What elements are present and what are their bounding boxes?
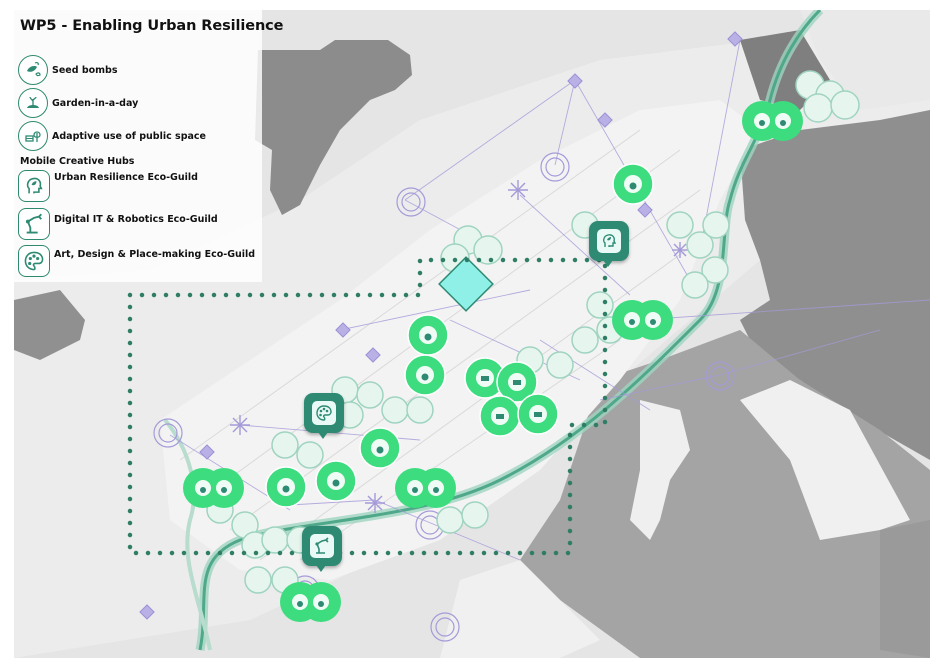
legend-label: Urban Resilience Eco-Guild: [54, 172, 198, 183]
legend-label: Garden-in-a-day: [52, 97, 139, 109]
legend-item-adaptive-public-space: Adaptive use of public space: [18, 121, 206, 151]
legend-label: Digital IT & Robotics Eco-Guild: [54, 214, 218, 225]
legend-item-art-design-hub: Art, Design & Place-making Eco-Guild: [18, 245, 255, 277]
palette-icon: [18, 245, 50, 277]
hub-art-design-marker[interactable]: [304, 393, 344, 439]
network-bursts: [230, 180, 688, 513]
intervention-layer: [183, 101, 803, 622]
focus-diamond: [438, 256, 494, 312]
head-leaf-icon: [597, 229, 621, 253]
map-title: WP5 - Enabling Urban Resilience: [20, 18, 284, 34]
legend-item-seed-bombs: Seed bombs: [18, 55, 118, 85]
dark-parcel-nw: [255, 40, 412, 215]
legend-label: Art, Design & Place-making Eco-Guild: [54, 249, 256, 260]
legend-label: Seed bombs: [52, 64, 118, 76]
hub-digital-robotics-marker[interactable]: [302, 526, 342, 572]
legend-item-garden-in-a-day: Garden-in-a-day: [18, 88, 138, 118]
robot-arm-icon: [18, 208, 50, 240]
palette-icon: [312, 401, 336, 425]
legend-item-digital-robotics-hub: Digital IT & Robotics Eco-Guild: [18, 208, 218, 240]
legend-label: Adaptive use of public space: [52, 130, 206, 142]
legend-item-urban-resilience-hub: Urban Resilience Eco-Guild: [18, 170, 198, 202]
legend-section-title: Mobile Creative Hubs: [20, 156, 135, 167]
seed-bombs-icon: [18, 55, 48, 85]
single-intervention-markers: [265, 163, 654, 508]
hub-urban-resilience-marker[interactable]: [589, 221, 629, 267]
adaptive-public-space-icon: [18, 121, 48, 151]
map-legend: WP5 - Enabling Urban Resilience Seed bom…: [14, 10, 284, 282]
robot-arm-icon: [310, 534, 334, 558]
base-map[interactable]: [14, 10, 930, 658]
dotted-boundary: [127, 257, 608, 556]
garden-in-a-day-icon: [18, 88, 48, 118]
head-leaf-icon: [18, 170, 50, 202]
